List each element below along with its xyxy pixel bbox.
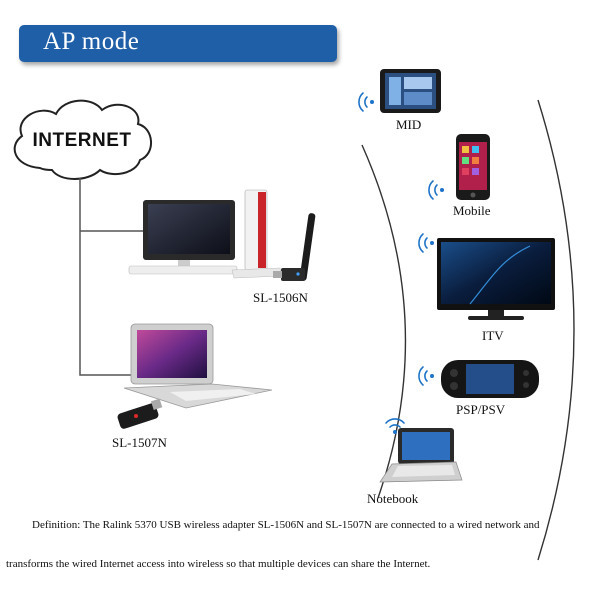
notebook-icon bbox=[379, 428, 463, 483]
outer-arc bbox=[537, 99, 575, 561]
tv-icon bbox=[437, 238, 555, 320]
laptop-icon bbox=[123, 323, 273, 409]
tablet-icon bbox=[380, 69, 441, 113]
device-label-mobile: Mobile bbox=[453, 203, 491, 218]
title-banner: AP mode bbox=[19, 25, 337, 62]
adapter-sl1506n-label: SL-1506N bbox=[253, 290, 308, 305]
adapter-sl1507n-icon bbox=[117, 398, 163, 429]
adapter-sl1507n-label: SL-1507N bbox=[112, 435, 167, 450]
inner-arc bbox=[361, 144, 407, 499]
psp-console-icon bbox=[441, 360, 539, 398]
wired-connection-lines bbox=[79, 178, 145, 376]
cloud-label: INTERNET bbox=[32, 130, 132, 151]
definition-line-1: Definition: The Ralink 5370 USB wireless… bbox=[32, 519, 540, 531]
device-label-mid: MID bbox=[396, 117, 422, 132]
device-label-notebook: Notebook bbox=[367, 491, 419, 506]
range-arcs bbox=[361, 99, 575, 561]
wifi-signal-icon bbox=[358, 92, 444, 434]
device-label-itv: ITV bbox=[482, 328, 504, 343]
internet-cloud bbox=[13, 99, 152, 180]
cable-to-laptop bbox=[79, 178, 145, 376]
adapter-sl1506n-icon bbox=[273, 213, 316, 281]
banner-title: AP mode bbox=[43, 28, 140, 55]
device-label-psp: PSP/PSV bbox=[456, 402, 506, 417]
desktop-computer-icon bbox=[128, 189, 283, 279]
mobile-phone-icon bbox=[456, 134, 490, 200]
definition-line-2: transforms the wired Internet access int… bbox=[6, 558, 431, 570]
